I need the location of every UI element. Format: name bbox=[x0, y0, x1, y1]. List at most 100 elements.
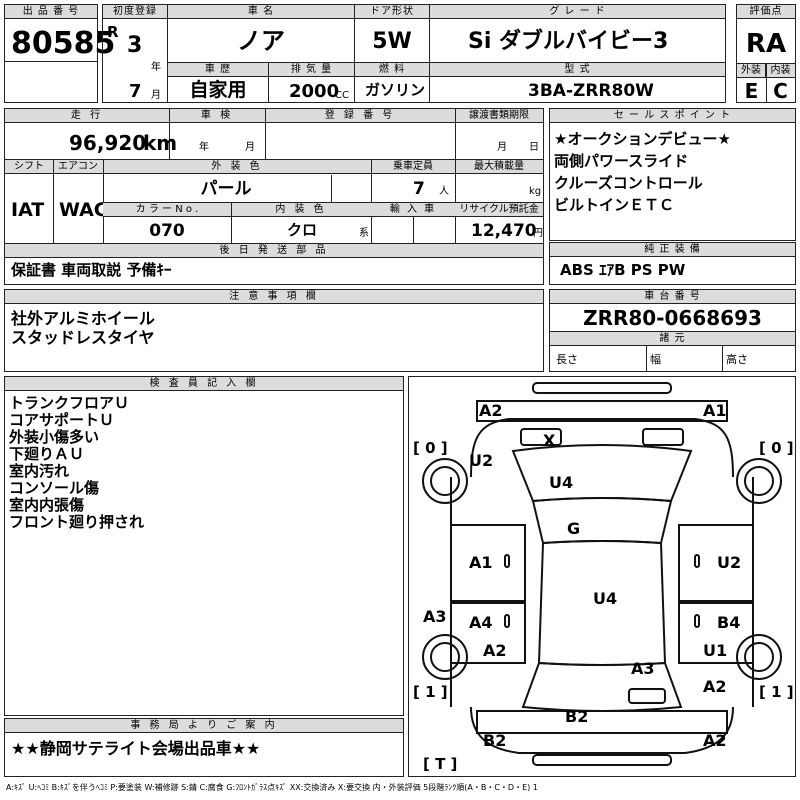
inspector-label: 検 査 員 記 入 欄 bbox=[5, 377, 403, 391]
score-label: 評価点 bbox=[737, 5, 795, 19]
capacity: 7 bbox=[413, 179, 425, 199]
tire-tread-right-rear: [ 1 ] bbox=[759, 683, 794, 701]
damage-mark: U4 bbox=[549, 473, 574, 492]
inspector-item: コンソール傷 bbox=[9, 479, 100, 497]
month-unit: 月 bbox=[151, 90, 161, 101]
chassis-label: 車 台 番 号 bbox=[550, 290, 795, 304]
fuel-label: 燃 料 bbox=[355, 63, 429, 77]
color-no-label: カ ラ ー N o . bbox=[135, 204, 199, 215]
exterior-grade: E bbox=[744, 79, 759, 103]
sales-point-item: ビルトインＥＴＣ bbox=[554, 196, 675, 214]
score-cell: 評価点 RA 外装 内装 E C bbox=[736, 4, 796, 103]
inspector-item: コアサポートＵ bbox=[9, 411, 115, 429]
reg-month: 7 bbox=[129, 81, 142, 102]
inspector-item: トランクフロアＵ bbox=[9, 394, 130, 412]
legend: A:ｷｽﾞ U:ﾍｺﾐ B:ｷｽﾞを伴うﾍｺﾐ P:要塗装 W:補修跡 S:錆 … bbox=[6, 783, 538, 792]
int-color-label: 内 装 色 bbox=[275, 204, 327, 215]
specs-label: 諸 元 bbox=[550, 332, 795, 346]
width-label: 幅 bbox=[650, 353, 661, 366]
sales-points-list: ★オークションデビュー★ 両側パワースライド クルーズコントロール ビルトインＥ… bbox=[554, 131, 731, 219]
aircon: WAC bbox=[59, 199, 108, 221]
damage-mark: A2 bbox=[483, 641, 507, 660]
displacement-unit: CC bbox=[335, 90, 349, 101]
damage-mark: A2 bbox=[479, 401, 503, 420]
transfer-label: 譲渡書類期限 bbox=[469, 110, 529, 121]
equipment-label: 純 正 装 備 bbox=[550, 243, 795, 257]
office-text: ★★静岡サテライト会場出品車★★ bbox=[11, 739, 261, 758]
damage-mark: A3 bbox=[631, 659, 655, 678]
ext-color-label: 外 装 色 bbox=[211, 161, 263, 172]
recycle-label: リサイクル預託金 bbox=[459, 204, 539, 215]
door-type: 5W bbox=[372, 29, 412, 54]
load-unit: kg bbox=[529, 186, 542, 197]
car-diagram: [ 0 ] [ 0 ] [ 1 ] [ 1 ] [ T ] A2 A1 X U2… bbox=[408, 376, 796, 777]
lot-cell: 出 品 番 号 80585 bbox=[4, 4, 115, 103]
equipment-text: ABS ｴｱB PS PW bbox=[560, 261, 686, 279]
int-color: クロ bbox=[287, 221, 318, 239]
damage-mark: X bbox=[543, 431, 556, 450]
inspector-list: トランクフロアＵ コアサポートＵ 外装小傷多い 下廻りＡＵ 室内汚れ コンソール… bbox=[9, 395, 144, 531]
displacement-label: 排 気 量 bbox=[269, 63, 354, 77]
shift: IAT bbox=[11, 199, 45, 221]
sales-points-label: セ ー ル ス ポ イ ン ト bbox=[550, 109, 795, 123]
damage-mark: A2 bbox=[703, 677, 727, 696]
damage-mark: A1 bbox=[703, 401, 727, 420]
damage-mark: B4 bbox=[717, 613, 741, 632]
year-unit: 年 bbox=[151, 62, 161, 73]
length-label: 長さ bbox=[556, 353, 578, 366]
inspector-item: 下廻りＡＵ bbox=[9, 445, 85, 463]
car-name: ノア bbox=[237, 27, 285, 55]
damage-mark: A1 bbox=[469, 553, 493, 572]
displacement-cell: 排 気 量 2000 CC bbox=[268, 62, 355, 103]
sales-points-cell: セ ー ル ス ポ イ ン ト ★オークションデビュー★ 両側パワースライド ク… bbox=[549, 108, 796, 241]
damage-mark: B2 bbox=[483, 731, 507, 750]
damage-mark: B2 bbox=[565, 707, 589, 726]
score: RA bbox=[745, 29, 787, 59]
first-reg-label: 初度登録 bbox=[103, 5, 167, 19]
first-reg-cell: 初度登録 R 3 年 7 月 bbox=[102, 4, 168, 103]
grade: Si ダブルバイビー3 bbox=[468, 29, 669, 54]
office-label: 事 務 局 よ り ご 案 内 bbox=[5, 719, 403, 733]
damage-mark: G bbox=[567, 519, 581, 538]
inspector-item: 室内汚れ bbox=[9, 462, 70, 480]
fuel: ガソリン bbox=[365, 81, 426, 99]
model-label: 型 式 bbox=[430, 63, 725, 77]
inspector-cell: 検 査 員 記 入 欄 トランクフロアＵ コアサポートＵ 外装小傷多い 下廻りＡ… bbox=[4, 376, 404, 716]
door-cell: ドア形状 5W bbox=[354, 4, 430, 63]
history-cell: 車 歴 自家用 bbox=[167, 62, 269, 103]
damage-mark: U2 bbox=[469, 451, 494, 470]
interior-grade: C bbox=[773, 79, 788, 103]
reg-year: 3 bbox=[127, 33, 143, 58]
tire-tread-left-rear: [ 1 ] bbox=[413, 683, 448, 701]
inspection-year-unit: 年 bbox=[199, 142, 209, 153]
sales-point-item: クルーズコントロール bbox=[554, 174, 703, 192]
capacity-label: 乗車定員 bbox=[393, 161, 433, 172]
model-cell: 型 式 3BA-ZRR80W bbox=[429, 62, 726, 103]
note-item: 社外アルミホイール bbox=[11, 309, 155, 328]
tire-tread-right-front: [ 0 ] bbox=[759, 439, 794, 457]
car-outline-drawing bbox=[422, 382, 782, 766]
accessories-cell: 保証書 車両取説 予備ｷｰ bbox=[4, 257, 544, 285]
damage-mark: U1 bbox=[703, 641, 728, 660]
spare-tire: [ T ] bbox=[423, 755, 458, 773]
accessories-text: 保証書 車両取説 予備ｷｰ bbox=[11, 261, 172, 279]
mileage-label: 走 行 bbox=[70, 110, 104, 121]
import-label: 輸 入 車 bbox=[389, 204, 437, 215]
tire-tread-left-front: [ 0 ] bbox=[413, 439, 448, 457]
inspector-item: フロント廻り押され bbox=[9, 513, 145, 531]
era: R bbox=[107, 23, 119, 41]
color-no: 070 bbox=[149, 221, 185, 241]
grade-cell: グ レ ー ド Si ダブルバイビー3 bbox=[429, 4, 726, 63]
damage-mark: A2 bbox=[703, 731, 727, 750]
office-cell: 事 務 局 よ り ご 案 内 ★★静岡サテライト会場出品車★★ bbox=[4, 718, 404, 777]
displacement: 2000 bbox=[289, 81, 340, 102]
capacity-unit: 人 bbox=[439, 186, 449, 197]
transfer-day-unit: 日 bbox=[529, 142, 539, 153]
notes-list: 社外アルミホイール スタッドレスタイヤ bbox=[11, 310, 155, 348]
transfer-month-unit: 月 bbox=[497, 142, 507, 153]
recycle-unit: 円 bbox=[533, 228, 543, 239]
inspection-label: 車 検 bbox=[200, 110, 234, 121]
damage-mark: U2 bbox=[717, 553, 742, 572]
mileage-unit: km bbox=[143, 131, 178, 155]
notes-cell: 注 意 事 項 欄 社外アルミホイール スタッドレスタイヤ bbox=[4, 289, 544, 372]
